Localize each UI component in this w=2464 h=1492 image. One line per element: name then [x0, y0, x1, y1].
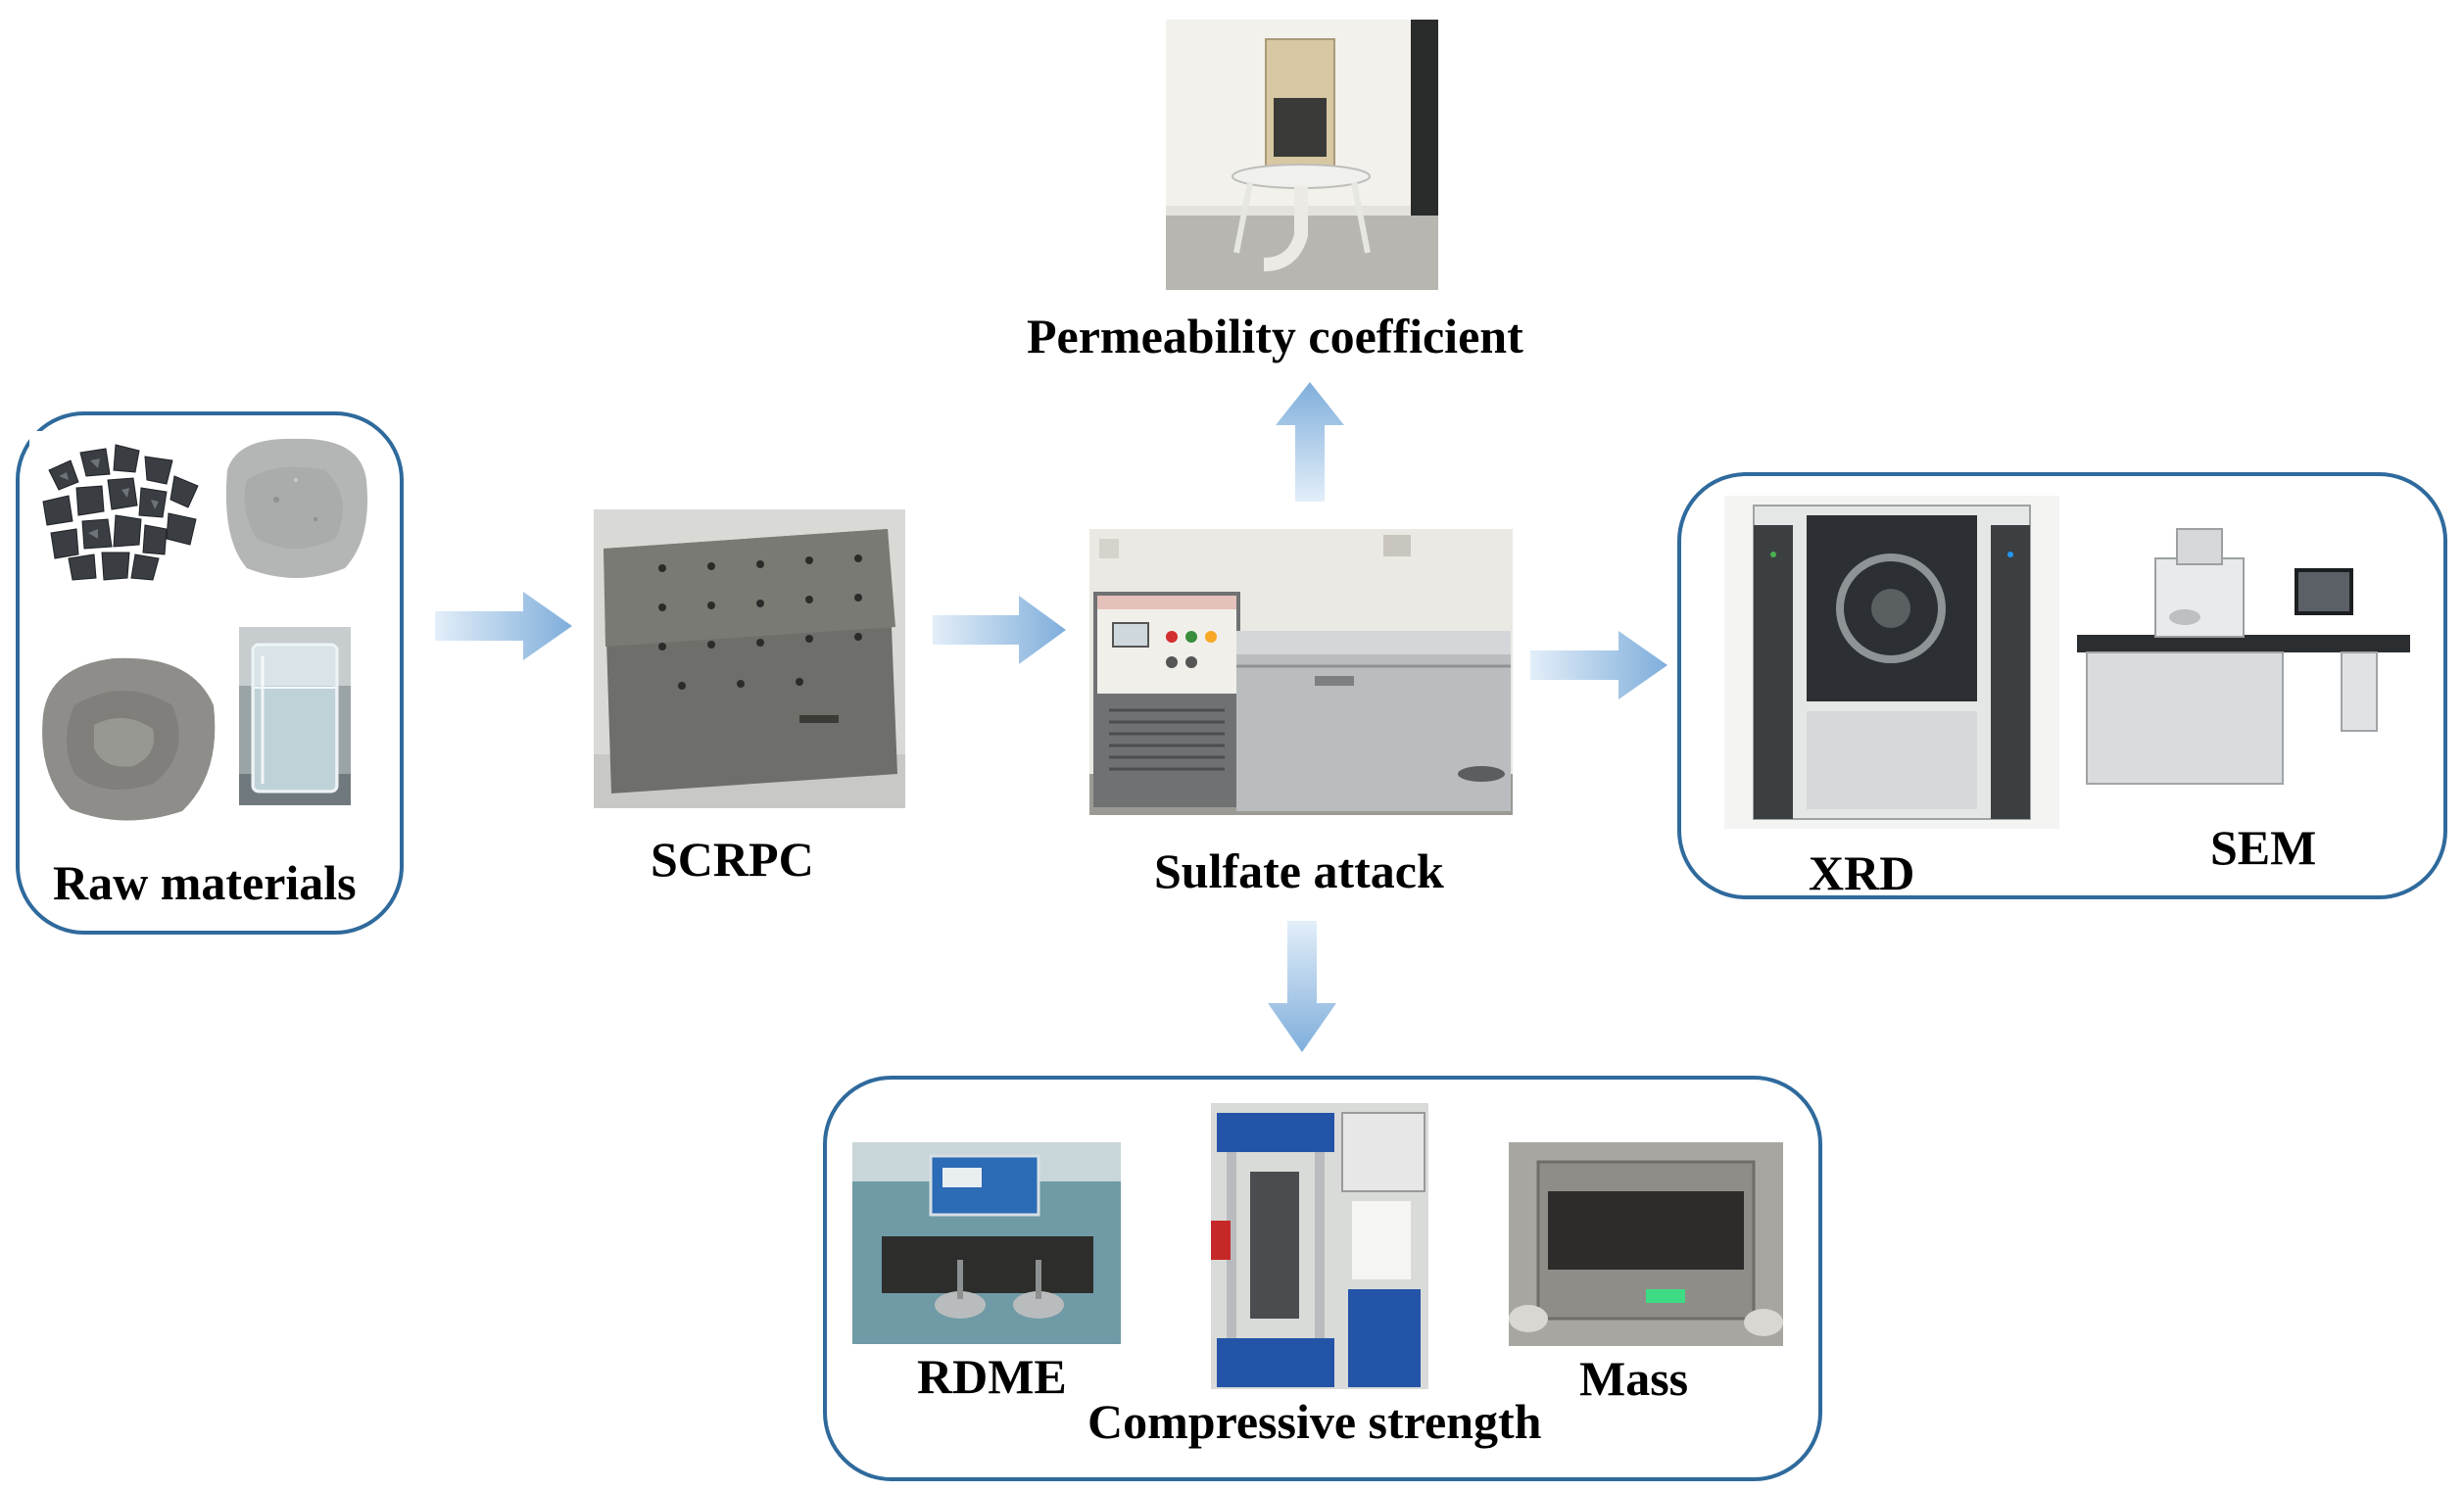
sem-instrument-photo: [2067, 519, 2420, 794]
arrow-right-3: [1530, 631, 1667, 699]
dark-powder-photo: [35, 647, 221, 828]
sem-label: SEM: [2210, 820, 2317, 875]
xrd-instrument-photo: [1724, 496, 2059, 829]
scrpc-specimen-photo: [594, 509, 905, 808]
arrow-down: [1268, 921, 1336, 1052]
mass-label: Mass: [1579, 1351, 1689, 1406]
arrow-right-1: [435, 592, 572, 660]
permeability-label: Permeability coefficient: [1027, 309, 1523, 363]
raw-materials-label: Raw materials: [53, 855, 357, 910]
water-beaker-photo: [239, 627, 351, 805]
rdme-label: RDME: [917, 1349, 1067, 1404]
xrd-label: XRD: [1809, 845, 1915, 900]
arrow-right-2: [933, 596, 1066, 664]
sulfate-attack-machine-photo: [1089, 529, 1513, 815]
sulfate-attack-label: Sulfate attack: [1154, 843, 1444, 898]
compression-machine-photo: [1211, 1103, 1428, 1389]
mass-scale-photo: [1509, 1142, 1783, 1346]
arrow-up: [1276, 382, 1344, 502]
rdme-tester-photo: [852, 1142, 1121, 1344]
permeability-apparatus-photo: [1166, 20, 1438, 290]
scrpc-label: SCRPC: [651, 832, 814, 887]
gray-powder-photo: [217, 431, 374, 588]
compressive-strength-label: Compressive strength: [1087, 1394, 1542, 1449]
crushed-stone-photo: [29, 431, 216, 598]
